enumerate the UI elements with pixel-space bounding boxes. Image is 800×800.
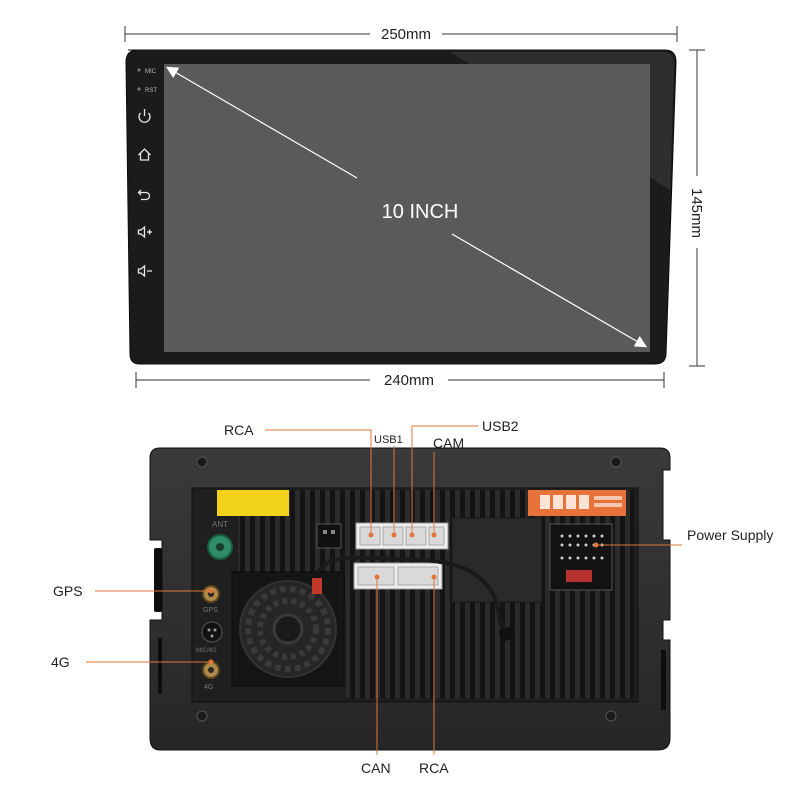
power-icon[interactable]	[138, 109, 151, 123]
rear-view: ANT GPS MIC/4G 4G	[149, 447, 671, 751]
dimension-top-width-label: 250mm	[381, 26, 431, 43]
dimension-top-width: 250mm	[124, 22, 678, 44]
screen	[164, 64, 650, 352]
lte-printed-label: 4G	[204, 684, 213, 691]
cable	[316, 555, 510, 641]
power-fuse	[566, 570, 592, 582]
power-supply-socket[interactable]	[549, 523, 613, 591]
cable-plug	[498, 625, 516, 643]
callout-labels: RCA USB1 USB2 CAM Power Supply GPS 4G CA…	[51, 418, 773, 776]
callout-rca-top: RCA	[224, 422, 254, 438]
gps-printed-label: GPS	[203, 607, 218, 614]
front-view: 250mm 10 INCH MIC RST	[124, 22, 708, 391]
cooling-fan	[231, 571, 345, 687]
dimension-height-label: 145mm	[688, 188, 705, 238]
mic-label: MIC	[145, 69, 157, 75]
screen-size-label: 10 INCH	[382, 201, 459, 223]
warning-sticker	[217, 490, 289, 516]
callout-4g: 4G	[51, 654, 70, 670]
heat-sink-fins-bottom	[346, 602, 634, 698]
callout-usb2: USB2	[482, 418, 519, 434]
side-controls: MIC RST	[137, 68, 157, 278]
callout-gps: GPS	[53, 583, 83, 599]
dimension-bottom-width-label: 240mm	[384, 372, 434, 389]
callout-line-usb2	[411, 425, 478, 535]
lower-connector-block[interactable]	[353, 562, 443, 590]
volume-up-icon[interactable]	[137, 225, 153, 239]
volume-down-icon[interactable]	[137, 264, 153, 278]
callout-can: CAN	[361, 760, 391, 776]
vent-slots	[154, 548, 666, 710]
ant-printed-label: ANT	[212, 520, 228, 529]
callout-cam: CAM	[433, 435, 464, 451]
mic-4g-printed-label: MIC/4G	[196, 648, 217, 654]
chassis-plate	[451, 517, 543, 603]
callout-line-rca-top	[265, 429, 372, 535]
rst-label: RST	[145, 88, 157, 94]
back-icon[interactable]	[137, 189, 151, 201]
diagonal-arrow	[165, 66, 648, 348]
cable-red-tip	[312, 578, 322, 594]
home-icon[interactable]	[138, 148, 151, 161]
callout-power-supply: Power Supply	[687, 527, 773, 543]
dimension-bottom-width: 240mm	[135, 369, 665, 391]
small-connector[interactable]	[316, 523, 342, 549]
callouts	[86, 425, 682, 755]
callout-rca-bottom: RCA	[419, 760, 449, 776]
callout-usb1: USB1	[374, 434, 403, 446]
mic-4g-connector[interactable]	[201, 621, 223, 643]
orange-sticker	[528, 490, 626, 516]
dimension-height: 145mm	[686, 49, 708, 367]
